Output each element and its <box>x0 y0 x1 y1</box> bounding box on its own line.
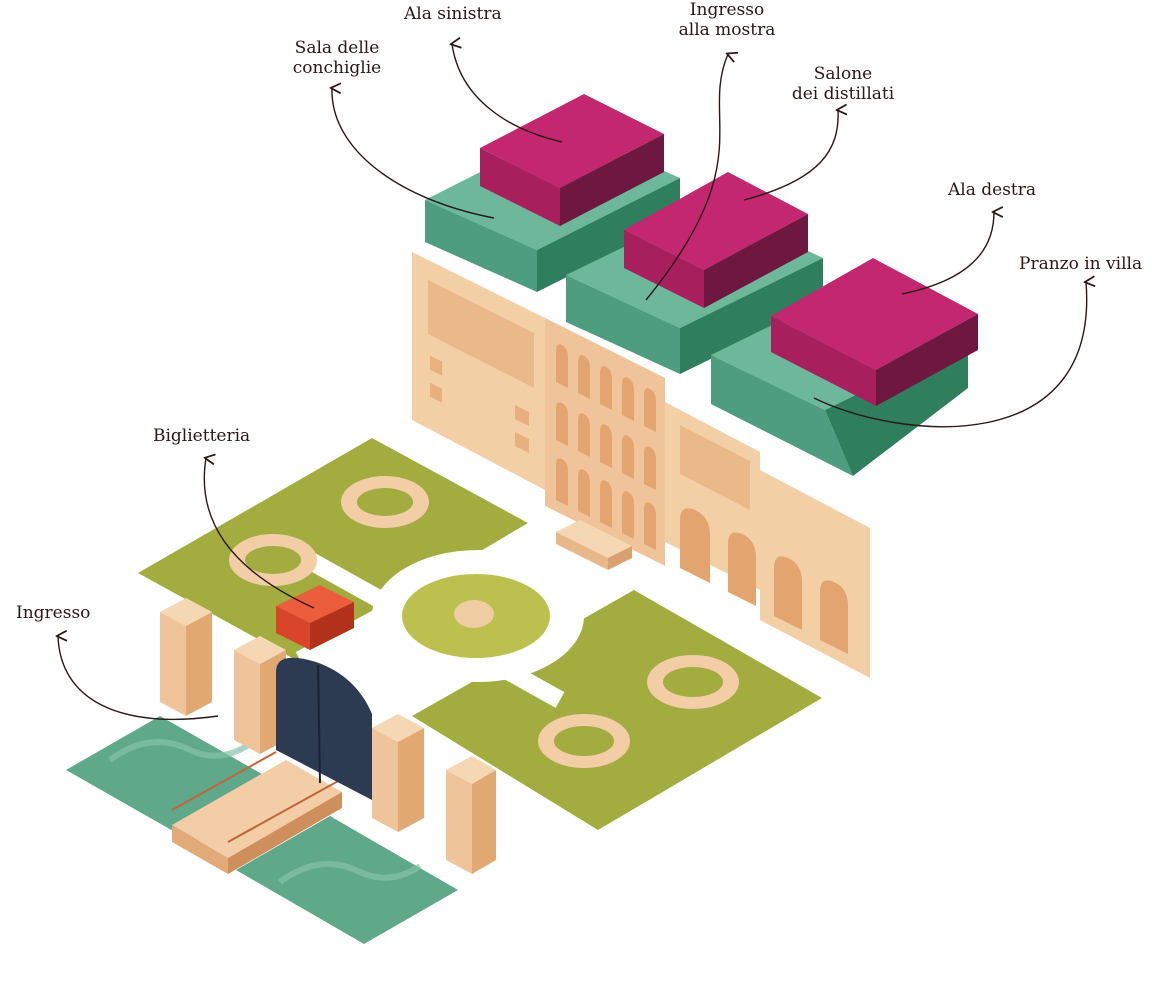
entrance-steps <box>556 520 632 570</box>
gate-pillar <box>372 714 424 832</box>
label-text: Ingresso <box>689 0 765 20</box>
sala-conchiglie-slab-front <box>425 200 537 292</box>
label-text: Ingresso <box>16 603 91 623</box>
label-ala-destra: Ala destra <box>948 180 1036 200</box>
arrow-salone-distillati <box>743 110 838 201</box>
label-salone-dei-distillati: Salone dei distillati <box>788 64 898 104</box>
label-text: Biglietteria <box>153 426 251 446</box>
sala-conchiglie-slab-side <box>537 178 680 292</box>
ala-sinistra-block-top <box>480 94 664 188</box>
facade-arched-windows <box>556 344 656 550</box>
arrow-ingresso <box>58 636 219 721</box>
gate-pillar <box>446 756 496 874</box>
label-text: Ala sinistra <box>404 4 502 24</box>
facade-arches <box>680 508 848 654</box>
ingresso-mostra-slab-side <box>680 258 823 374</box>
fountain-ring <box>229 534 317 586</box>
label-text: Ala destra <box>948 180 1037 200</box>
villa-facade <box>412 252 870 678</box>
label-pranzo-in-villa: Pranzo in villa <box>1019 254 1142 274</box>
facade-small-window <box>430 355 442 376</box>
facade-small-window <box>515 405 529 427</box>
fountain-ring <box>341 476 429 528</box>
label-text: alla mostra <box>678 20 776 40</box>
lawn-bottom-right <box>412 590 822 830</box>
block-right <box>711 258 978 476</box>
block-left <box>425 94 680 292</box>
label-ingresso: Ingresso <box>16 603 90 623</box>
fountain-ring <box>647 655 739 709</box>
label-ala-sinistra: Ala sinistra <box>404 4 502 24</box>
label-sala-delle-conchiglie: Sala delle conchiglie <box>282 38 392 78</box>
block-middle <box>566 172 823 374</box>
facade-right-window <box>680 425 750 510</box>
label-text: Pranzo in villa <box>1019 254 1143 274</box>
ala-sinistra-block-front <box>480 148 560 226</box>
ticket-booth <box>276 585 354 650</box>
facade-left-window <box>428 280 534 388</box>
bridge <box>171 751 342 874</box>
arrow-ala-destra <box>901 212 994 295</box>
ala-destra-block-side <box>876 314 978 406</box>
arrow-sala-conchiglie <box>332 88 495 219</box>
label-text: Salone <box>813 64 873 84</box>
arrow-ala-sinistra <box>452 44 563 143</box>
gate-door <box>276 657 372 800</box>
facade-small-window <box>430 382 442 403</box>
ala-destra-block-front <box>771 316 876 406</box>
salone-distillati-block-front <box>624 230 704 308</box>
gate-pillar <box>160 598 212 716</box>
arrow-ingresso-mostra <box>645 54 728 301</box>
water-right <box>236 816 458 944</box>
arrow-biglietteria <box>204 458 315 609</box>
label-text: dei distillati <box>791 84 895 104</box>
facade-small-window <box>515 432 529 454</box>
salone-distillati-block-side <box>704 214 808 308</box>
pranzo-villa-slab-front <box>711 355 853 476</box>
arrow-pranzo-villa <box>813 282 1087 428</box>
label-text: Sala delle <box>294 38 380 58</box>
garden <box>138 438 822 830</box>
callout-arrows <box>58 44 1087 721</box>
ala-sinistra-block-side <box>560 134 664 226</box>
label-ingresso-alla-mostra: Ingresso alla mostra <box>667 0 787 40</box>
label-text: conchiglie <box>292 58 382 78</box>
fountain-ring <box>538 714 630 768</box>
ala-destra-block-top <box>771 258 978 370</box>
ingresso-mostra-slab-front <box>566 275 680 374</box>
fountain-center <box>454 600 494 628</box>
label-biglietteria: Biglietteria <box>153 426 250 446</box>
lawn-top-left <box>138 438 528 660</box>
salone-distillati-block-top <box>624 172 808 270</box>
